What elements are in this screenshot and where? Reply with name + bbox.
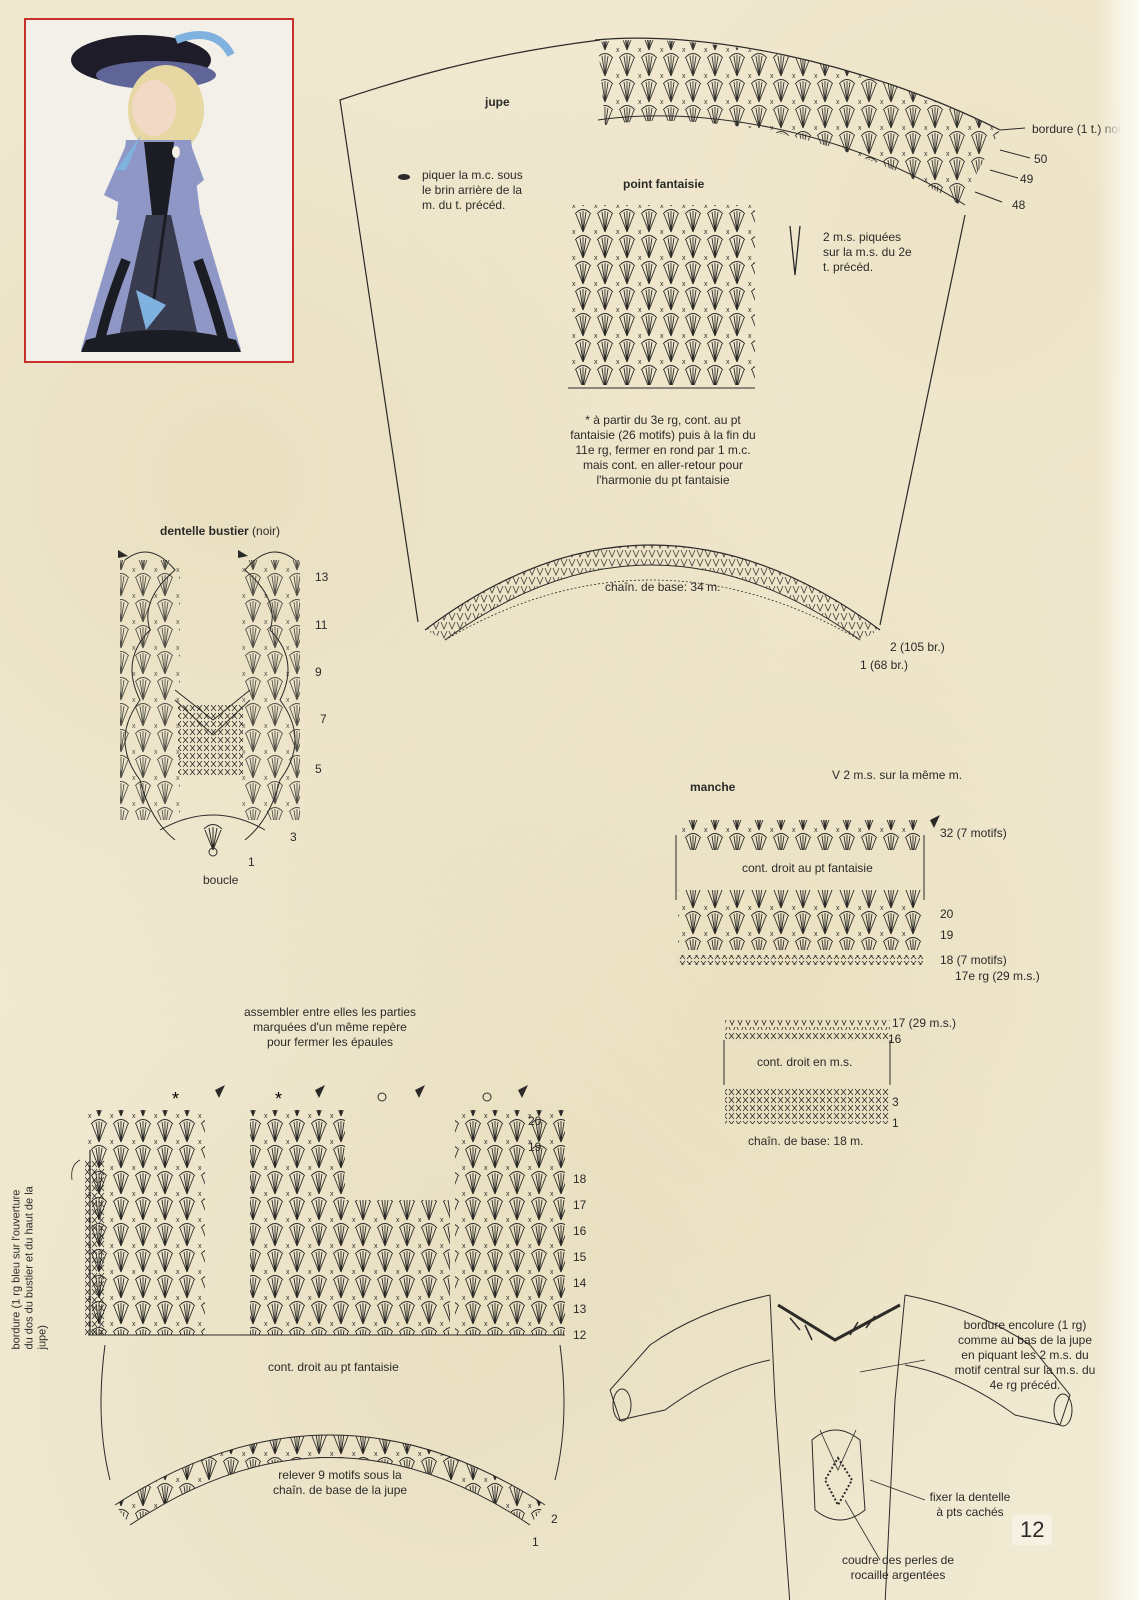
bustier-lace-title: dentelle bustier (noir) (160, 524, 280, 539)
sleeve-row-17-rg: 17e rg (29 m.s.) (955, 969, 1040, 983)
bodice-row-16: 16 (573, 1224, 587, 1238)
bodice-pickup-note: relever 9 motifs sous la chaîn. de base … (272, 1468, 408, 1497)
skirt-row-48: 48 (1012, 198, 1026, 212)
sleeve-row-19: 19 (940, 928, 954, 942)
bustier-row-7: 7 (320, 712, 327, 726)
sleeve-continue-note: cont. droit au pt fantaisie (742, 861, 873, 875)
cuff-row-3: 3 (892, 1095, 899, 1109)
bodice-chart: * * (71, 1085, 565, 1526)
sleeve-row-18: 18 (7 motifs) (940, 953, 1007, 967)
skirt-row-1-label: 1 (68 br.) (860, 658, 909, 672)
skirt-row-2-label: 2 (105 br.) (890, 640, 945, 654)
neck-border-note: bordure encolure (1 rg) comme au bas de … (954, 1318, 1096, 1392)
sleeve-row-32: 32 (7 motifs) (940, 826, 1007, 840)
bustier-row-9: 9 (315, 665, 322, 679)
bustier-row-3: 3 (290, 830, 297, 844)
bodice-row-13: 13 (573, 1302, 587, 1316)
bustier-lace-title-bold: dentelle bustier (160, 524, 249, 538)
two-sc-note: 2 m.s. piquées sur la m.s. du 2e t. préc… (823, 230, 912, 274)
bodice-row-15: 15 (573, 1250, 587, 1264)
bustier-row-1: 1 (248, 855, 255, 869)
cuff-row-16: 16 (888, 1032, 902, 1046)
cuff-row-1: 1 (892, 1116, 899, 1130)
doll-photo (24, 18, 294, 363)
bodice-continue-note: cont. droit au pt fantaisie (268, 1360, 399, 1374)
bustier-row-11: 11 (315, 618, 328, 632)
bustier-row-5: 5 (315, 762, 322, 776)
page-edge (1098, 0, 1138, 1600)
bustier-lace-title-rest: (noir) (252, 524, 281, 538)
skirt-join-note: piquer la m.c. sous le brin arrière de l… (422, 168, 523, 212)
bodice-row-2: 2 (551, 1512, 558, 1526)
from-row3-note: * à partir du 3e rg, cont. au pt fantais… (570, 413, 756, 487)
assembly-note: assembler entre elles les parties marqué… (243, 1005, 417, 1049)
bustier-lace-chart (118, 550, 300, 857)
bodice-row-14: 14 (573, 1276, 587, 1290)
bodice-row-20: 20 (528, 1114, 542, 1128)
cuff-base-chain: chaîn. de base: 18 m. (748, 1134, 864, 1148)
svg-text:*: * (172, 1089, 179, 1109)
cuff-continue-note: cont. droit en m.s. (757, 1055, 853, 1069)
svg-text:*: * (275, 1089, 282, 1109)
skirt-row-49: 49 (1020, 172, 1034, 186)
sleeve-chart (675, 815, 940, 1124)
bustier-loop-label: boucle (203, 873, 239, 887)
sleeve-row-20: 20 (940, 907, 954, 921)
sleeve-title: manche (690, 780, 736, 794)
fix-lace-note: fixer la dentelle à pts cachés (929, 1490, 1011, 1519)
cuff-row-17: 17 (29 m.s.) (892, 1016, 957, 1030)
bodice-row-1: 1 (532, 1535, 539, 1549)
page-number: 12 (1012, 1515, 1053, 1545)
sleeve-legend-v: V 2 m.s. sur la même m. (832, 768, 963, 782)
bodice-border-note: bordure (1 rg bleu sur l'ouverture du do… (10, 1186, 49, 1350)
stitch-pattern-title: point fantaisie (623, 177, 705, 191)
bodice-row-18: 18 (573, 1172, 587, 1186)
skirt-title: jupe (485, 95, 510, 109)
skirt-row-50: 50 (1034, 152, 1048, 166)
assembled-bodice-drawing (609, 1294, 1073, 1600)
skirt-base-chain-label: chaîn. de base: 34 m. (605, 580, 721, 594)
bodice-row-12: 12 (573, 1328, 587, 1342)
bodice-row-17: 17 (573, 1198, 587, 1212)
beads-note: coudre des perles de rocaille argentées (841, 1553, 955, 1582)
bodice-row-19: 19 (528, 1140, 542, 1154)
bustier-row-13: 13 (315, 570, 329, 584)
